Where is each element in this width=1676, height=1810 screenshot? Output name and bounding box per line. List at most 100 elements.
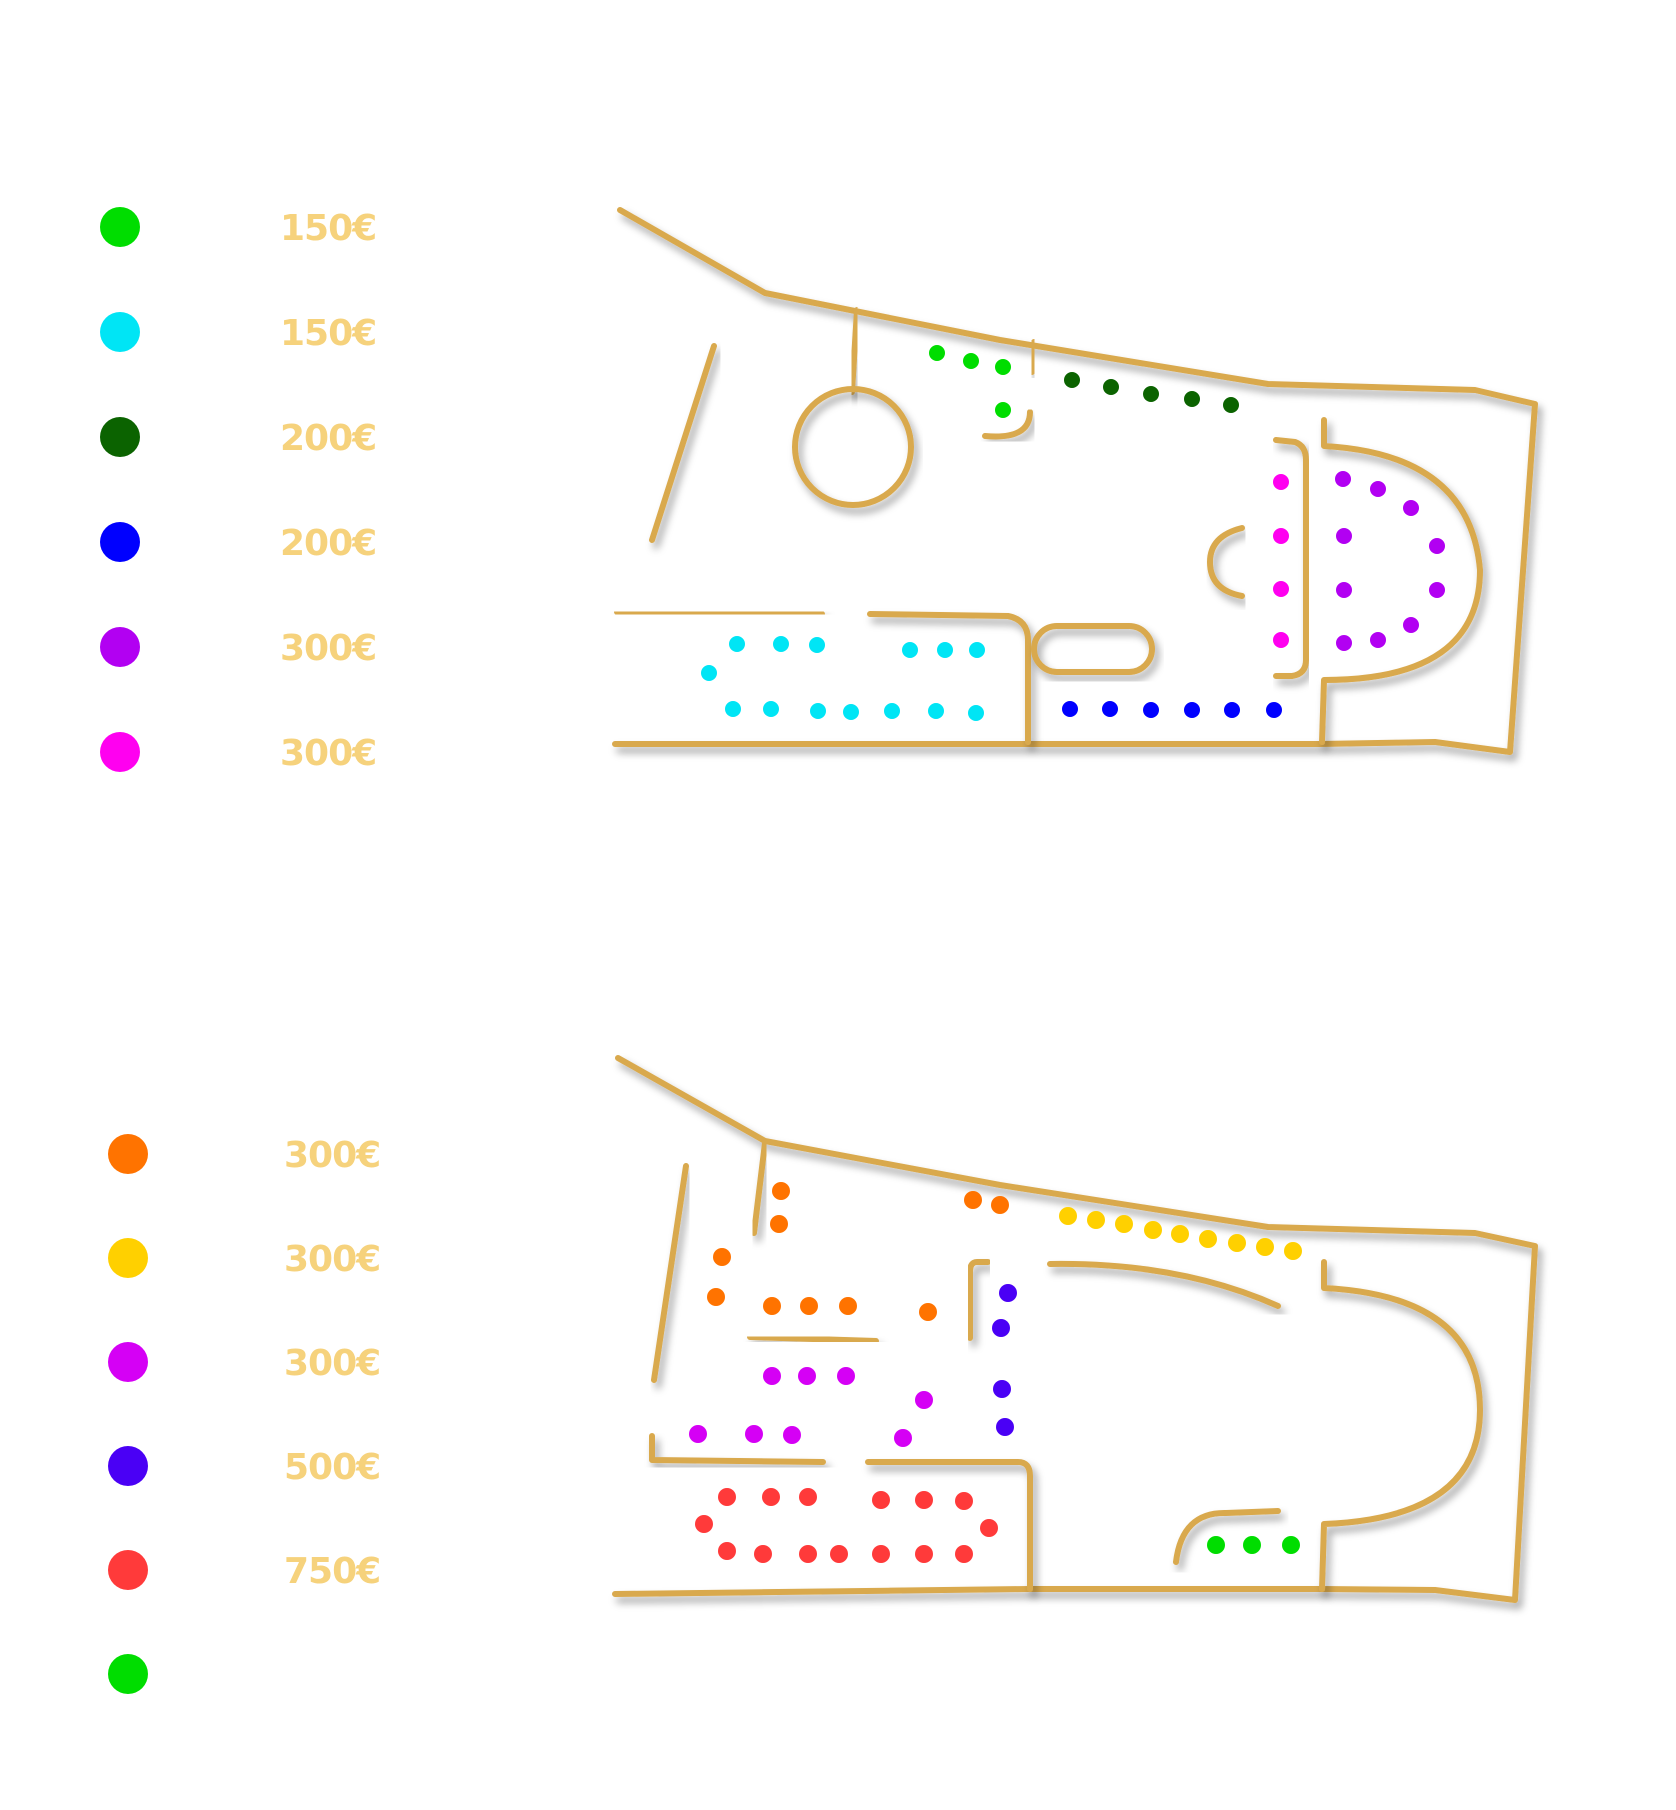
seat[interactable] (1171, 1225, 1189, 1243)
seat[interactable] (1059, 1207, 1077, 1225)
seat[interactable] (837, 1367, 855, 1385)
seat[interactable] (1403, 500, 1419, 516)
seat[interactable] (809, 637, 825, 653)
seat[interactable] (1115, 1215, 1133, 1233)
seat[interactable] (968, 705, 984, 721)
seat[interactable] (872, 1491, 890, 1509)
seat[interactable] (1144, 1221, 1162, 1239)
seat[interactable] (718, 1488, 736, 1506)
seat[interactable] (1223, 397, 1239, 413)
seat[interactable] (773, 636, 789, 652)
seat[interactable] (1273, 632, 1289, 648)
seat[interactable] (1243, 1536, 1261, 1554)
seat[interactable] (1273, 528, 1289, 544)
seat[interactable] (1335, 471, 1351, 487)
seat[interactable] (928, 703, 944, 719)
seat[interactable] (1102, 701, 1118, 717)
upper-floor-plan (612, 207, 1538, 755)
seat[interactable] (1184, 702, 1200, 718)
seat[interactable] (902, 642, 918, 658)
seat[interactable] (995, 359, 1011, 375)
seat[interactable] (754, 1545, 772, 1563)
seat[interactable] (729, 636, 745, 652)
seat[interactable] (915, 1391, 933, 1409)
seat[interactable] (1062, 701, 1078, 717)
seat[interactable] (763, 701, 779, 717)
seat[interactable] (1266, 702, 1282, 718)
seat[interactable] (1184, 391, 1200, 407)
seat[interactable] (884, 703, 900, 719)
seat[interactable] (1284, 1242, 1302, 1260)
seat[interactable] (718, 1542, 736, 1560)
seat[interactable] (762, 1488, 780, 1506)
seat[interactable] (830, 1545, 848, 1563)
seat[interactable] (915, 1545, 933, 1563)
seat[interactable] (798, 1367, 816, 1385)
seat[interactable] (707, 1288, 725, 1306)
seat[interactable] (689, 1425, 707, 1443)
seat[interactable] (1224, 702, 1240, 718)
seat[interactable] (894, 1429, 912, 1447)
seat[interactable] (1429, 538, 1445, 554)
seat[interactable] (1370, 632, 1386, 648)
seat[interactable] (1370, 481, 1386, 497)
seat[interactable] (1403, 617, 1419, 633)
seat[interactable] (843, 704, 859, 720)
seat[interactable] (745, 1425, 763, 1443)
seat[interactable] (1207, 1536, 1225, 1554)
seat[interactable] (770, 1215, 788, 1233)
seat[interactable] (995, 402, 1011, 418)
seat[interactable] (839, 1297, 857, 1315)
seat[interactable] (1087, 1211, 1105, 1229)
seat[interactable] (964, 1191, 982, 1209)
seat[interactable] (1282, 1536, 1300, 1554)
seat[interactable] (1336, 635, 1352, 651)
seat[interactable] (763, 1297, 781, 1315)
seat[interactable] (799, 1488, 817, 1506)
seat[interactable] (1064, 372, 1080, 388)
seat[interactable] (993, 1380, 1011, 1398)
seat[interactable] (701, 665, 717, 681)
seat[interactable] (1199, 1230, 1217, 1248)
seat[interactable] (999, 1284, 1017, 1302)
lower-l-wall (967, 1259, 991, 1341)
upper-round-column (792, 386, 914, 508)
seat[interactable] (963, 353, 979, 369)
legend-swatch (100, 417, 140, 457)
seat[interactable] (1336, 528, 1352, 544)
seat[interactable] (872, 1545, 890, 1563)
seat[interactable] (955, 1545, 973, 1563)
seat[interactable] (1103, 379, 1119, 395)
seat[interactable] (915, 1491, 933, 1509)
seat[interactable] (1336, 582, 1352, 598)
seat[interactable] (996, 1418, 1014, 1436)
seat[interactable] (937, 642, 953, 658)
seat[interactable] (799, 1545, 817, 1563)
seat[interactable] (1273, 581, 1289, 597)
seat[interactable] (800, 1297, 818, 1315)
seat[interactable] (695, 1515, 713, 1533)
legend-swatch (108, 1446, 148, 1486)
seat[interactable] (919, 1303, 937, 1321)
legend-swatch (108, 1134, 148, 1174)
seat[interactable] (783, 1426, 801, 1444)
seat[interactable] (929, 345, 945, 361)
seat[interactable] (980, 1519, 998, 1537)
seat[interactable] (1273, 474, 1289, 490)
seat[interactable] (810, 703, 826, 719)
seat[interactable] (1143, 702, 1159, 718)
seat[interactable] (1256, 1238, 1274, 1256)
upper-left-slant (649, 343, 717, 543)
seat[interactable] (991, 1196, 1009, 1214)
legend-swatch (108, 1550, 148, 1590)
seat[interactable] (713, 1248, 731, 1266)
seat[interactable] (1143, 386, 1159, 402)
seat[interactable] (725, 701, 741, 717)
seat[interactable] (992, 1319, 1010, 1337)
seat[interactable] (955, 1492, 973, 1510)
seat[interactable] (763, 1367, 781, 1385)
seat[interactable] (772, 1182, 790, 1200)
seat[interactable] (1429, 582, 1445, 598)
seat[interactable] (1228, 1234, 1246, 1252)
seat[interactable] (969, 642, 985, 658)
